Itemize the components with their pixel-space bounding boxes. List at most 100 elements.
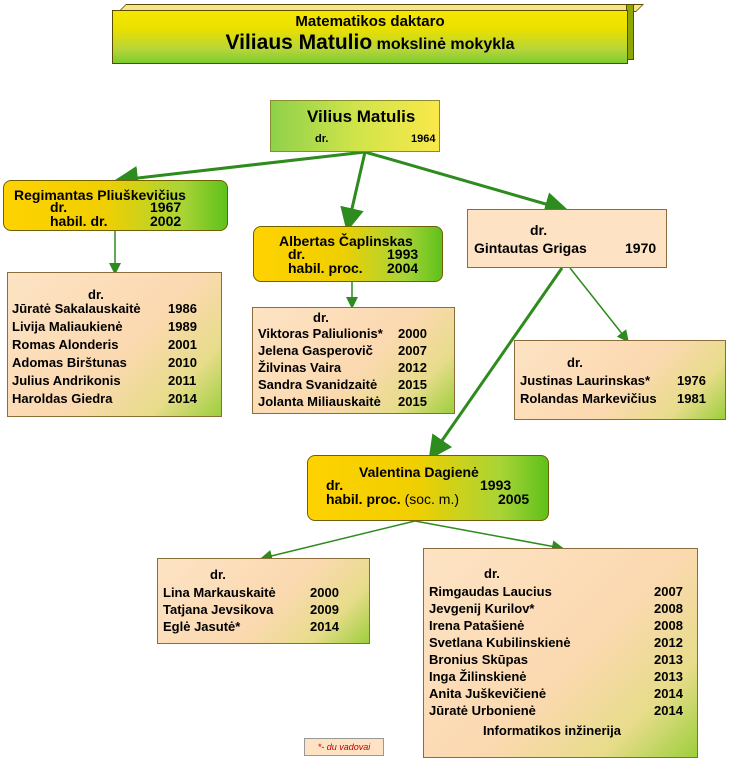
pliuskevicius-student-name: Haroldas Giedra — [12, 391, 113, 406]
grigas-students-header: dr. — [567, 355, 583, 370]
dagiene-left-student-year: 2014 — [310, 619, 339, 634]
pliuskevicius-dr-year: 1967 — [150, 199, 182, 215]
grigas-student-name: Rolandas Markevičius — [520, 391, 657, 406]
dagiene-habil-note: (soc. m.) — [404, 491, 460, 507]
pliuskevicius-student-year: 2011 — [168, 373, 197, 388]
root-year: 1964 — [411, 133, 436, 145]
caplinskas-student-year: 2012 — [398, 360, 427, 375]
caplinskas-student-name: Sandra Svanidzaitė — [258, 377, 378, 392]
dagiene-right-student-year: 2008 — [654, 601, 683, 616]
caplinskas-dr-label: dr. — [288, 246, 306, 262]
grigas-student-year: 1976 — [677, 373, 706, 388]
dagiene-node: Valentina Dagienė dr. 1993 habil. proc. … — [307, 455, 549, 521]
caplinskas-student-year: 2000 — [398, 326, 427, 341]
dagiene-right-student-year: 2013 — [654, 669, 683, 684]
dagiene-right-student-year: 2014 — [654, 686, 683, 701]
title-line1: Matematikos daktaro — [295, 13, 445, 30]
pliuskevicius-student-name: Jūratė Sakalauskaitė — [12, 301, 141, 316]
caplinskas-student-year: 2015 — [398, 394, 427, 409]
caplinskas-node: Albertas Čaplinskas dr. 1993 habil. proc… — [253, 226, 443, 282]
dagiene-habil-text: habil. proc. — [326, 491, 401, 507]
dagiene-habil-label: habil. proc. (soc. m.) — [326, 491, 459, 507]
dagiene-right-student-name: Bronius Skūpas — [429, 652, 528, 667]
line-root-grigas — [364, 150, 569, 216]
dagiene-habil-year: 2005 — [498, 491, 530, 507]
dagiene-left-student-year: 2009 — [310, 602, 339, 617]
title-rest: mokslinė mokykla — [376, 36, 515, 53]
dagiene-left-student-name: Eglė Jasutė* — [163, 619, 241, 634]
dagiene-right-student-year: 2012 — [654, 635, 683, 650]
caplinskas-student-year: 2007 — [398, 343, 427, 358]
caplinskas-student-name: Viktoras Paliulionis* — [258, 326, 383, 341]
dagiene-left-student-name: Lina Markauskaitė — [163, 585, 276, 600]
pliuskevicius-student-name: Romas Alonderis — [12, 337, 119, 352]
pliuskevicius-student-name: Julius Andrikonis — [12, 373, 121, 388]
pliuskevicius-node: Regimantas Pliuškevičius dr. 1967 habil.… — [3, 180, 228, 231]
caplinskas-habil-year: 2004 — [387, 260, 419, 276]
pliuskevicius-name: Regimantas Pliuškevičius — [14, 187, 186, 203]
grigas-node: dr. Gintautas Grigas 1970 — [467, 209, 667, 268]
pliuskevicius-student-name: Livija Maliaukienė — [12, 319, 123, 334]
pliuskevicius-student-year: 2014 — [168, 391, 197, 406]
dagiene-right-footer: Informatikos inžinerija — [483, 723, 621, 738]
line-grigas-students — [569, 267, 629, 343]
grigas-year: 1970 — [625, 240, 657, 256]
dagiene-dr-label: dr. — [326, 477, 344, 493]
pliuskevicius-student-name: Adomas Birštunas — [12, 355, 127, 370]
pliuskevicius-students-header: dr. — [88, 287, 104, 302]
pliuskevicius-student-year: 2010 — [168, 355, 197, 370]
title-line2: Viliaus Matulio mokslinė mokykla — [113, 31, 627, 55]
pliuskevicius-student-year: 2001 — [168, 337, 197, 352]
dagiene-right-student-name: Anita Juškevičienė — [429, 686, 547, 701]
caplinskas-habil-label: habil. proc. — [288, 260, 363, 276]
dagiene-right-student-name: Svetlana Kubilinskienė — [429, 635, 571, 650]
title-banner: Matematikos daktaro Viliaus Matulio moks… — [112, 4, 644, 64]
line-grigas-dagiene — [428, 267, 564, 460]
grigas-name: Gintautas Grigas — [474, 240, 587, 256]
pliuskevicius-dr-label: dr. — [50, 199, 68, 215]
dagiene-right-student-name: Inga Žilinskienė — [429, 669, 527, 684]
line-root-caplinskas — [340, 151, 367, 232]
dagiene-right-student-name: Rimgaudas Laucius — [429, 584, 552, 599]
caplinskas-dr-year: 1993 — [387, 246, 419, 262]
dagiene-dr-year: 1993 — [480, 477, 512, 493]
dagiene-right-student-name: Irena Patašienė — [429, 618, 525, 633]
line-dagiene-left — [260, 520, 416, 562]
dagiene-right-student-year: 2014 — [654, 703, 683, 718]
line-root-pliuskevicius — [114, 150, 366, 190]
caplinskas-student-year: 2015 — [398, 377, 427, 392]
caplinskas-students-header: dr. — [313, 310, 329, 325]
dagiene-right-student-name: Jūratė Urbonienė — [429, 703, 536, 718]
caplinskas-student-name: Žilvinas Vaira — [258, 360, 342, 375]
footnote: *- du vadovai — [304, 738, 384, 756]
line-dagiene-right — [414, 520, 564, 553]
dagiene-left-student-year: 2000 — [310, 585, 339, 600]
root-degree: dr. — [315, 133, 329, 145]
dagiene-right-student-year: 2008 — [654, 618, 683, 633]
root-name: Vilius Matulis — [307, 107, 416, 126]
grigas-student-name: Justinas Laurinskas* — [520, 373, 651, 388]
pliuskevicius-student-year: 1986 — [168, 301, 197, 316]
grigas-dr-label: dr. — [530, 222, 548, 238]
dagiene-right-header: dr. — [484, 566, 500, 581]
caplinskas-student-name: Jolanta Miliauskaitė — [258, 394, 381, 409]
pliuskevicius-habil-label: habil. dr. — [50, 213, 108, 229]
dagiene-right-student-year: 2007 — [654, 584, 683, 599]
pliuskevicius-student-year: 1989 — [168, 319, 197, 334]
dagiene-left-student-name: Tatjana Jevsikova — [163, 602, 274, 617]
dagiene-left-header: dr. — [210, 567, 226, 582]
pliuskevicius-habil-year: 2002 — [150, 213, 182, 229]
caplinskas-student-name: Jelena Gasperovič — [258, 343, 373, 358]
dagiene-right-student-name: Jevgenij Kurilov* — [429, 601, 535, 616]
root-node: Vilius Matulis dr. 1964 — [270, 100, 440, 152]
title-name: Viliaus Matulio — [225, 31, 373, 54]
caplinskas-name: Albertas Čaplinskas — [279, 233, 413, 249]
dagiene-name: Valentina Dagienė — [359, 464, 479, 480]
dagiene-right-student-year: 2013 — [654, 652, 683, 667]
